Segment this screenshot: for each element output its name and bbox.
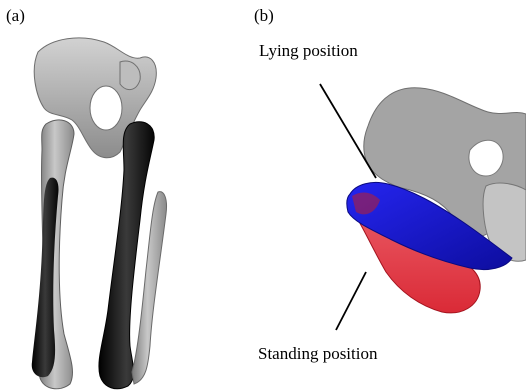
panel-label-b: (b) [254, 7, 274, 24]
standing-leader-line [336, 272, 366, 330]
pelvis-closeup-foramen-shape [469, 140, 503, 176]
obturator-foramen-shape [90, 86, 122, 130]
standing-position-label: Standing position [258, 345, 377, 362]
lying-position-label: Lying position [259, 42, 358, 59]
panel-label-a: (a) [6, 7, 25, 24]
panel-b-artwork [320, 84, 526, 330]
panel-a-artwork [32, 38, 167, 389]
